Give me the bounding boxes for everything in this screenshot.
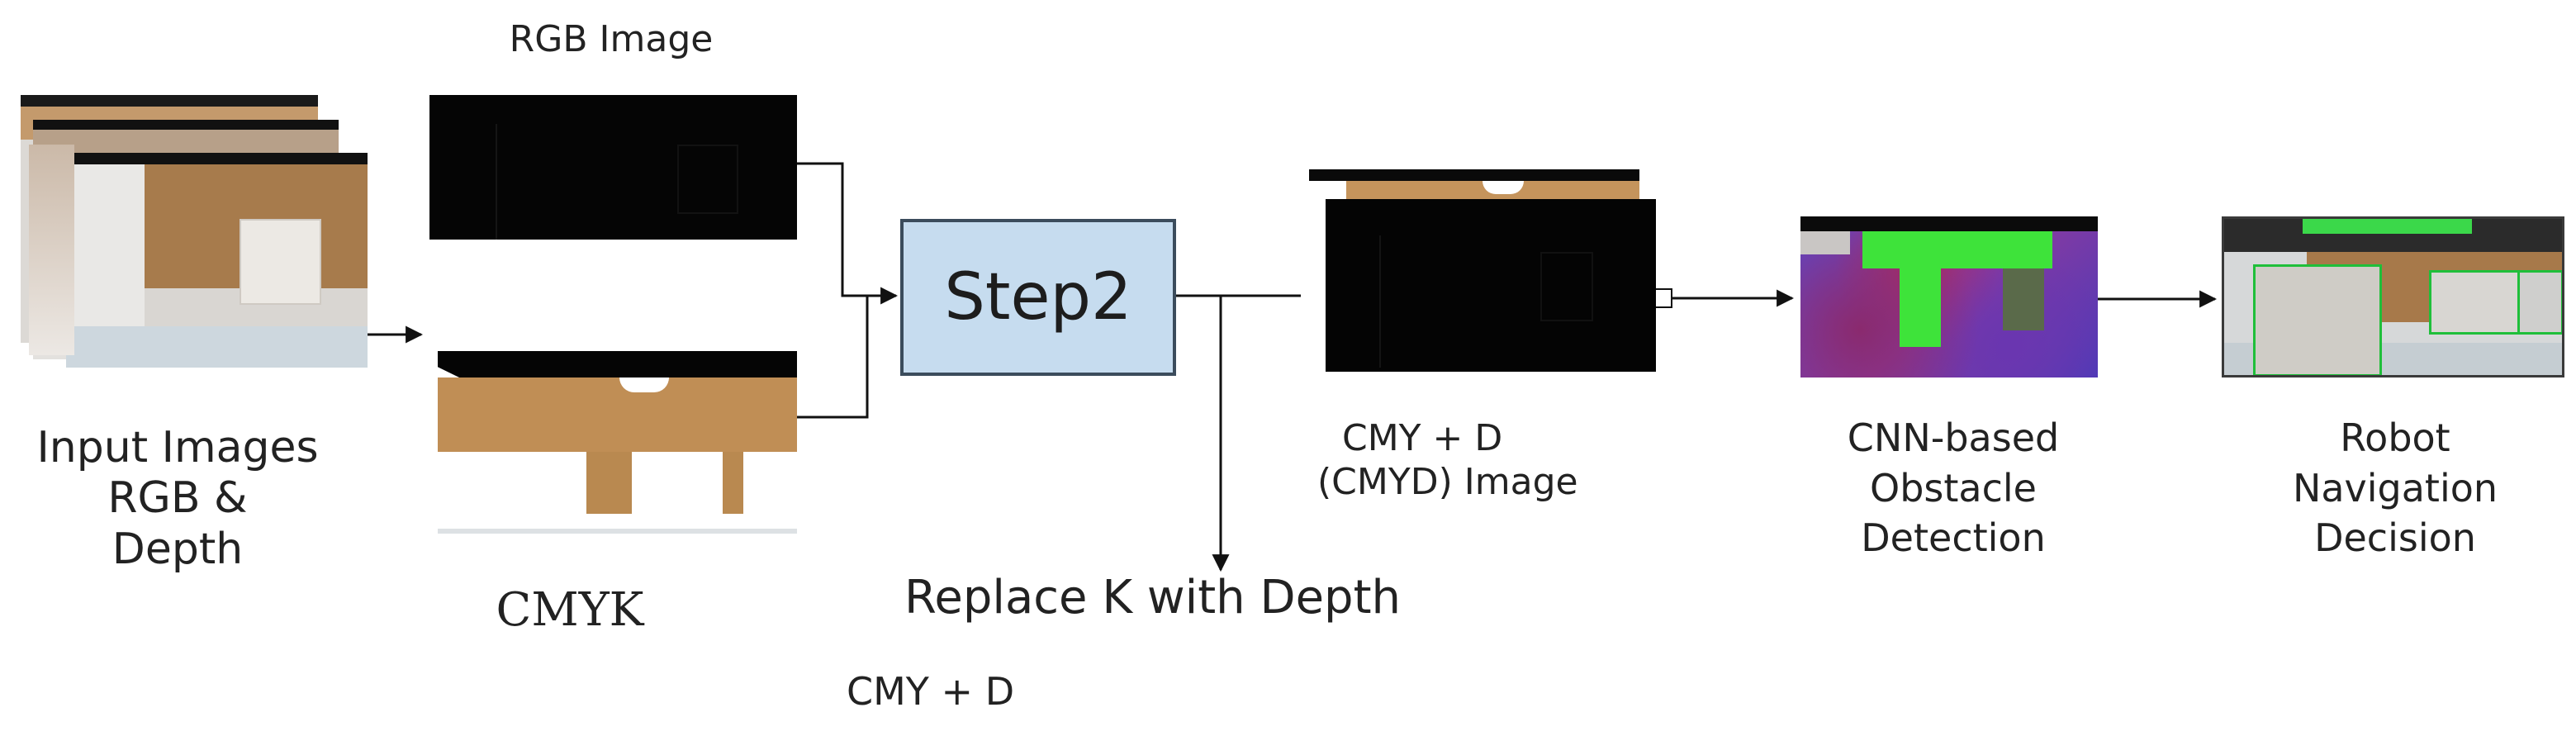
step2-box: Step2 [900, 219, 1176, 376]
input-frame-front [66, 153, 368, 368]
input-images-line-1: Input Images [36, 423, 319, 472]
replace-k-label: Replace K with Depth [904, 571, 1402, 624]
cmyd-line-2: (CMYD) Image [1317, 460, 1578, 503]
arrow-rgb-to-step2 [797, 162, 899, 305]
cmyk-label: CMYK [496, 583, 644, 637]
cmyd-output-port [1653, 288, 1672, 308]
line-cmyk-to-step2 [797, 296, 869, 419]
input-images-label: Input Images RGB & Depth [17, 423, 339, 575]
robot-line-3: Decision [2314, 515, 2476, 561]
cmyd-image-label: CMY + D (CMYD) Image [1317, 417, 1689, 505]
detection-box-1 [2253, 264, 2382, 375]
cmyd-image [1301, 169, 1656, 372]
input-images-line-3: Depth [111, 524, 244, 574]
rgb-image-label: RGB Image [509, 18, 714, 60]
input-images-line-2: RGB & [107, 473, 248, 524]
cnn-line-2: Obstacle [1870, 465, 2037, 510]
robot-label: Robot Navigation Decision [2246, 413, 2544, 563]
rgb-image [429, 95, 797, 240]
input-image-stack [21, 95, 368, 368]
cnn-label: CNN-based Obstacle Detection [1805, 413, 2102, 563]
cnn-detection-image [1800, 216, 2098, 377]
depth-map-overlay [29, 145, 74, 355]
cnn-line-1: CNN-based [1847, 415, 2060, 460]
cnn-line-3: Detection [1861, 515, 2046, 561]
robot-navigation-image [2222, 216, 2564, 377]
cmyd-line-1: CMY + D [1342, 417, 1503, 459]
robot-line-1: Robot [2340, 415, 2450, 460]
cmy-d-bottom-label: CMY + D [847, 669, 1015, 714]
detection-box-3 [2517, 270, 2562, 335]
robot-line-2: Navigation [2292, 465, 2498, 510]
cmyk-image [438, 351, 797, 537]
detection-box-2 [2429, 270, 2521, 335]
